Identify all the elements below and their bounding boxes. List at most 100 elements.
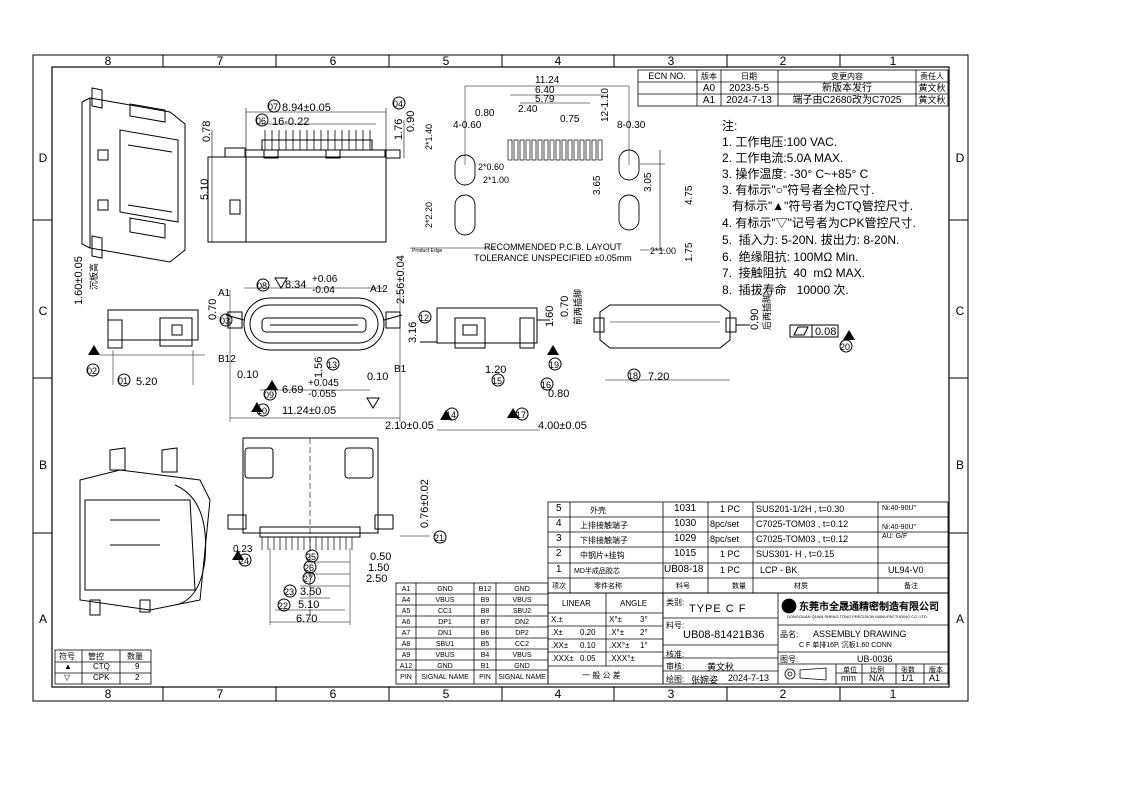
ecn-r1-date: 2024-7-13 [726,95,772,106]
balloon-27-text: 27 [303,574,313,584]
bom-row-4: 4 上排接触端子 1030 8pc/set C7025-TOM03 , t=0.… [548,518,948,532]
dim-2060: 2*0.60 [478,162,504,172]
balloon-09-text: 09 [264,390,274,400]
dim-834: 8.34 [285,279,306,291]
dim-090: 0.90 [405,111,417,132]
balloon-22-text: 22 [278,601,288,611]
balloon-03-text: 03 [220,316,230,326]
dim-834-tol-dn: -0.04 [312,285,335,296]
drawing-name: ASSEMBLY DRAWING [813,629,907,639]
bom-no: 4 [556,518,562,529]
bom-row-1: 1 MD半成品胶芯 UB08-18 1 PC LCP - BK UL94-V0 [548,564,948,578]
dim-160b: 1.60 [544,306,556,327]
bom-name: 上排接触端子 [580,521,628,530]
balloon-16-text: 16 [541,380,551,390]
dim-669: 6.69 [282,384,303,396]
dim-240: 2.40 [518,104,538,115]
dim-460: 4-0.60 [453,120,482,131]
balloon-14-text: 14 [446,410,456,420]
balloon-17-text: 17 [516,410,526,420]
label-a1: A1 [218,288,231,299]
dim-2140: 2*1.40 [424,124,434,150]
bom-header: 项次 零件名称 料号 数量 材质 备注 [548,581,948,593]
balloon-06 [255,113,269,127]
note-1: 1. 工作电压:100 VAC. [722,135,837,149]
ecn-h2: 日期 [741,72,757,81]
bom-qty: 1 PC [720,565,741,575]
col-top-3: 3 [668,54,675,68]
bom-name: 外壳 [590,506,606,515]
dim-080b: 0.80 [548,388,569,400]
dim-510: 5.10 [199,179,211,200]
balloon-20-text: 20 [840,342,850,352]
col-top-7: 7 [217,54,224,68]
dim-1124: 11.24±0.05 [282,405,336,417]
dim-075: 0.75 [560,114,580,125]
balloon-01-text: 01 [118,376,128,386]
dim-830: 8-0.30 [617,120,646,131]
dim-250: 2.50 [366,573,387,585]
part-number: UB08-81421B36 [683,629,765,641]
label-front: 前两插脚 [572,289,583,325]
dim-720: 7.20 [648,371,669,383]
side-view-right [593,304,839,381]
row-left-A: A [39,612,47,626]
bom-no: 3 [556,533,562,544]
dim-520: 5.20 [136,376,157,388]
bottom-view [227,437,430,625]
dim-010b: 0.10 [367,371,388,383]
balloon-18-text: 18 [628,371,638,381]
bom-name: MD半成品胶芯 [574,568,620,575]
row-right-D: D [956,151,965,165]
drawing-number: UB-0036 [857,654,893,664]
dim-400: 4.00±0.05 [538,420,587,432]
bom-mat: C7025-TOM03 , t=0.12 [756,534,849,544]
bom-qty: 8pc/set [710,519,740,529]
col-bot-4: 4 [555,687,562,701]
col-bot-7: 7 [217,687,224,701]
dim-176: 1.76 [393,119,405,140]
company-en: DONGGUAN QUAN SHENG TONG PRECISION MANUF… [787,614,928,619]
balloon-23-text: 23 [284,587,294,597]
bom-row-5: 5 外壳 1031 1 PC SUS201-1/2H , t=0.30 Ni:4… [548,503,948,517]
row-left-C: C [39,304,48,318]
note-7: 5. 插入力: 5-20N. 拔出力: 8-20N. [722,232,899,247]
balloon-19 [548,357,562,371]
col-top-4: 4 [555,54,562,68]
dim-210: 2.10±0.05 [385,420,434,432]
bom-pn: 1031 [674,503,697,514]
tol-footer: 一 般 公 差 [582,671,621,680]
balloon-21-text: 21 [434,533,444,543]
dim-1210: 12-1.10 [600,88,611,122]
dim-023: 0.23 [233,544,253,555]
balloon-08 [256,278,270,292]
ecn-h1: 版本 [701,71,717,81]
balloon-03 [219,313,233,327]
col-top-2: 2 [780,54,787,68]
dim-160-cn: 沉板高 [88,263,99,290]
balloon-24 [238,553,252,567]
dim-640: 6.40 [535,85,555,96]
balloon-02-text: 02 [87,366,97,376]
side-view-mid [420,307,550,431]
balloon-14 [445,407,459,421]
label-b12: B12 [218,354,236,365]
bom-h4: 材质 [794,583,808,590]
col-bot-6: 6 [330,687,337,701]
row-left-D: D [39,151,48,165]
balloon-25 [305,549,319,563]
balloon-01 [117,373,131,387]
balloon-24-text: 24 [239,556,249,566]
row-left-B: B [39,458,47,472]
balloon-15-text: 15 [492,376,502,386]
bom-no: 2 [556,548,562,559]
bom-row-3: 3 下排接触端子 1029 8pc/set C7025-TOM03 , t=0.… [548,533,948,547]
pcb-title: RECOMMENDED P.C.B. LAYOUT [484,242,622,252]
balloon-13-text: 13 [327,360,337,370]
note-4: 3. 有标示"○"符号者全检尺寸. [722,182,874,197]
bom-note: Ni:40-90U" [882,505,916,512]
balloon-19-text: 19 [549,360,559,370]
